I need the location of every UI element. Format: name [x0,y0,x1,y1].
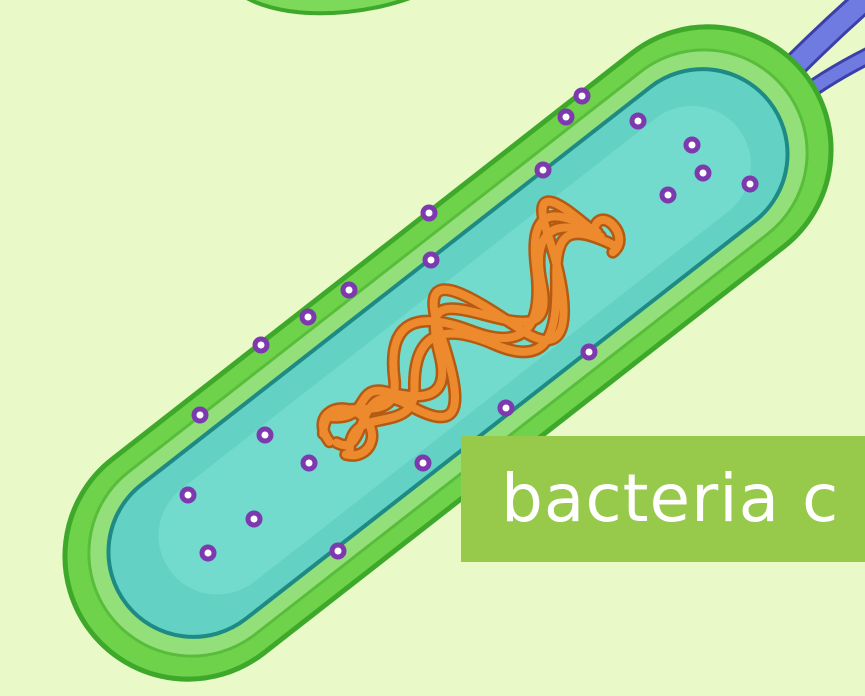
ribosome [182,489,194,501]
ribosome [744,178,756,190]
ribosome [202,547,214,559]
ribosome [423,207,435,219]
ribosome [500,402,512,414]
ribosome [332,545,344,557]
ribosome [425,254,437,266]
ribosome [686,139,698,151]
ribosome [303,457,315,469]
ribosome [632,115,644,127]
ribosome [662,189,674,201]
neighbor-cell [235,0,430,13]
ribosome [255,339,267,351]
ribosome [537,164,549,176]
ribosome [248,513,260,525]
label-text: bacteria c [501,454,839,544]
ribosome [302,311,314,323]
ribosome [259,429,271,441]
ribosome [583,346,595,358]
ribosome [417,457,429,469]
ribosome [576,90,588,102]
ribosome [697,167,709,179]
ribosome [343,284,355,296]
ribosome [560,111,572,123]
ribosome [194,409,206,421]
label-band: bacteria c [461,436,865,562]
